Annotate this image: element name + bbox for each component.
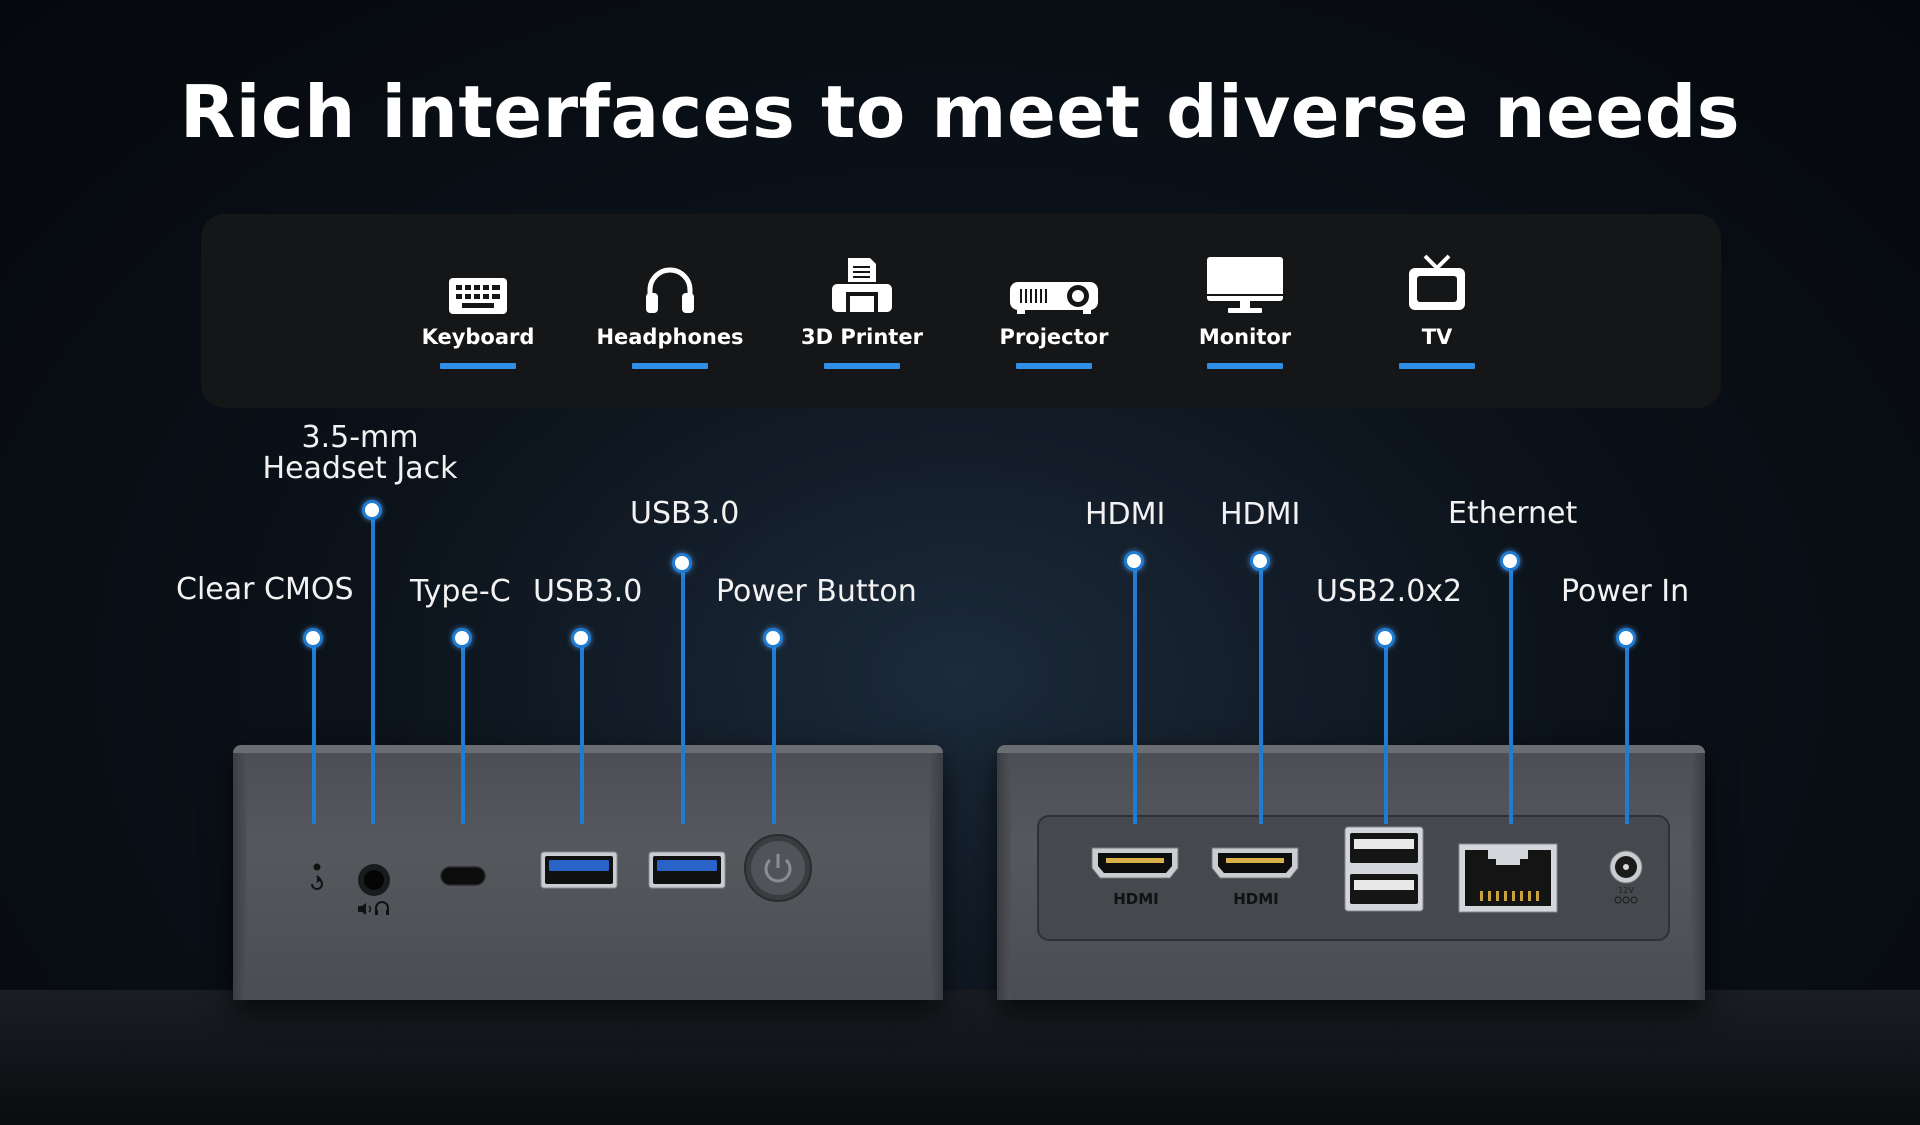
headphones-icon bbox=[595, 250, 745, 314]
page-title: Rich interfaces to meet diverse needs bbox=[179, 70, 1741, 154]
callout-line bbox=[1259, 561, 1263, 824]
device-label: Keyboard bbox=[421, 325, 535, 349]
label-headset-jack-2: Headset Jack bbox=[262, 451, 458, 486]
device-headphones: Headphones bbox=[595, 250, 745, 369]
projector-icon bbox=[979, 250, 1129, 314]
device-label: TV bbox=[1421, 325, 1453, 349]
usb2-dual-port bbox=[1344, 826, 1424, 916]
hdmi-port-1: HDMI bbox=[1090, 846, 1182, 912]
device-projector: Projector bbox=[979, 250, 1129, 369]
label-headset-jack-1: 3.5-mm bbox=[301, 420, 419, 455]
clear-cmos-port bbox=[307, 862, 327, 900]
callout-line bbox=[1133, 561, 1137, 824]
hdmi-port-2: HDMI bbox=[1210, 846, 1302, 912]
label-type-c: Type-C bbox=[410, 574, 511, 609]
tv-icon bbox=[1362, 250, 1512, 314]
label-power-button: Power Button bbox=[716, 574, 917, 609]
callout-line bbox=[371, 510, 375, 824]
callout-line bbox=[1384, 638, 1388, 824]
label-ethernet: Ethernet bbox=[1448, 496, 1578, 531]
keyboard-icon bbox=[403, 250, 553, 314]
callout-line bbox=[1509, 561, 1513, 824]
svg-text:HDMI: HDMI bbox=[1113, 890, 1159, 908]
label-hdmi-2: HDMI bbox=[1220, 497, 1301, 532]
callout-dot bbox=[362, 500, 382, 520]
device-label: Headphones bbox=[596, 325, 744, 349]
device-monitor: Monitor bbox=[1170, 250, 1320, 369]
device-tv: TV bbox=[1362, 250, 1512, 369]
callout-line bbox=[580, 638, 584, 824]
printer-icon bbox=[787, 250, 937, 314]
device-underline bbox=[440, 363, 516, 369]
label-usb20x2: USB2.0x2 bbox=[1316, 574, 1463, 609]
type-c-port bbox=[440, 866, 486, 890]
callout-dot bbox=[452, 628, 472, 648]
device-label: 3D Printer bbox=[801, 325, 923, 349]
usb3-port-2 bbox=[648, 851, 726, 893]
headset-jack-port bbox=[354, 862, 394, 924]
callout-dot bbox=[672, 553, 692, 573]
callout-line bbox=[312, 638, 316, 824]
label-clear-cmos: Clear CMOS bbox=[176, 572, 354, 607]
callout-dot bbox=[303, 628, 323, 648]
power-icon bbox=[764, 854, 792, 883]
ethernet-port bbox=[1458, 843, 1558, 917]
device-underline bbox=[1399, 363, 1475, 369]
label-hdmi-1: HDMI bbox=[1085, 497, 1166, 532]
callout-dot bbox=[1124, 551, 1144, 571]
device-keyboard: Keyboard bbox=[403, 250, 553, 369]
label-power-in: Power In bbox=[1561, 574, 1690, 609]
label-usb30-2: USB3.0 bbox=[630, 496, 740, 531]
power-button[interactable] bbox=[744, 834, 812, 906]
callout-dot bbox=[763, 628, 783, 648]
device-underline bbox=[1207, 363, 1283, 369]
svg-text:12V: 12V bbox=[1618, 886, 1634, 895]
label-usb30-1: USB3.0 bbox=[533, 574, 643, 609]
device-underline bbox=[632, 363, 708, 369]
dc-power-in-port: 12V bbox=[1606, 847, 1646, 909]
svg-text:HDMI: HDMI bbox=[1233, 890, 1279, 908]
device-underline bbox=[824, 363, 900, 369]
callout-line bbox=[461, 638, 465, 824]
callout-dot bbox=[1616, 628, 1636, 648]
monitor-icon bbox=[1170, 250, 1320, 314]
callout-line bbox=[772, 638, 776, 824]
callout-line bbox=[1625, 638, 1629, 824]
callout-dot bbox=[1500, 551, 1520, 571]
device-label: Monitor bbox=[1198, 325, 1292, 349]
callout-dot bbox=[1250, 551, 1270, 571]
callout-line bbox=[681, 563, 685, 824]
callout-dot bbox=[1375, 628, 1395, 648]
usb3-port-1 bbox=[540, 851, 618, 893]
device-underline bbox=[1016, 363, 1092, 369]
callout-dot bbox=[571, 628, 591, 648]
floor-shadow bbox=[0, 990, 1920, 1125]
device-label: Projector bbox=[999, 325, 1109, 349]
device-3d-printer: 3D Printer bbox=[787, 250, 937, 369]
